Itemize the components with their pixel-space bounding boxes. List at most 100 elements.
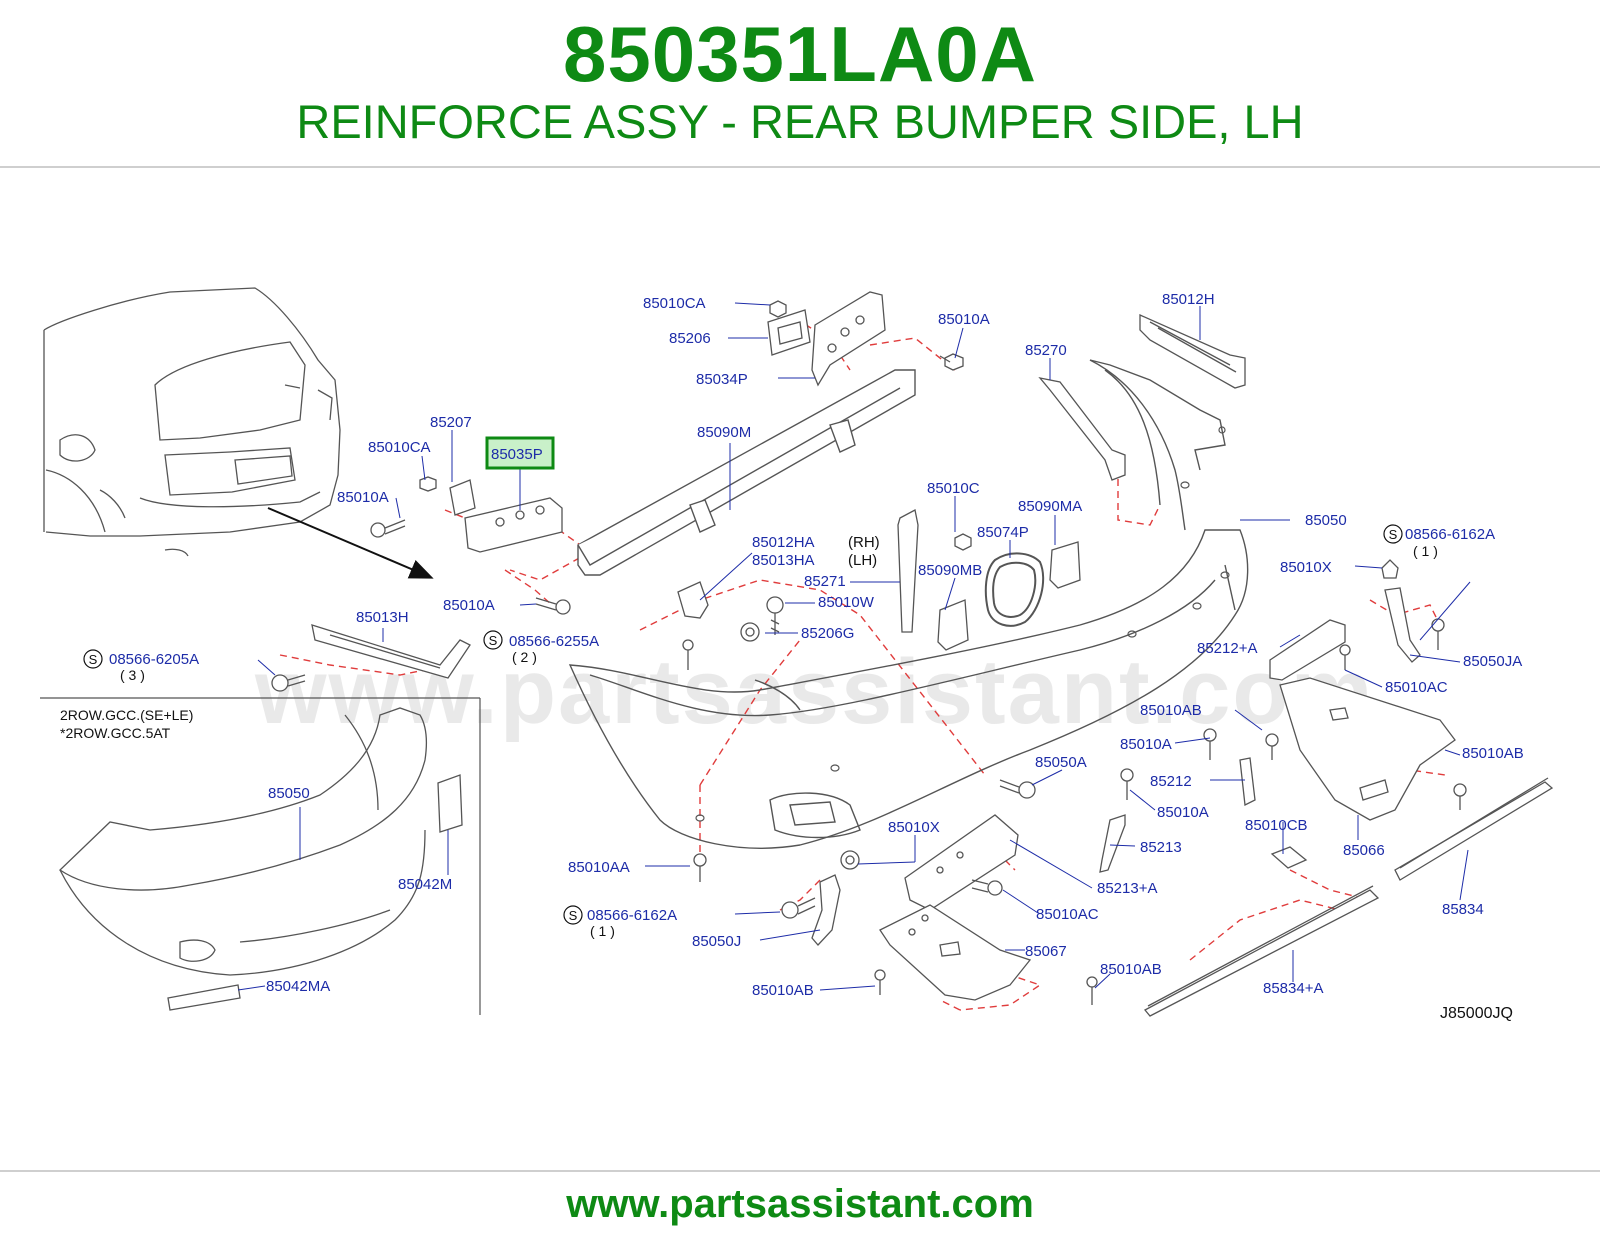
undercover-85067	[879, 904, 1032, 1001]
callout-label[interactable]: 85271	[804, 573, 846, 590]
target-part-label[interactable]: 85035P	[491, 446, 543, 463]
callout-label[interactable]: 85010A	[443, 597, 495, 614]
callout-label[interactable]: 85010AB	[1140, 702, 1202, 719]
callout-label[interactable]: 85067	[1025, 943, 1067, 960]
callout-label[interactable]: 85213	[1140, 839, 1182, 856]
diagram-svg: 85010CA 85206 85034P 85010A 85270 85012H…	[40, 287, 1554, 1022]
s-symbols: S S S S	[83, 524, 1403, 925]
s-symbol: S	[89, 652, 98, 667]
callout-label[interactable]: 85013HA	[752, 552, 815, 569]
side-note-rh: (RH)	[848, 534, 880, 551]
s-symbol: S	[569, 908, 578, 923]
callout-label[interactable]: 85010A	[337, 489, 389, 506]
inset-alt-bumper	[58, 707, 463, 1011]
callout-label[interactable]: 85042M	[398, 876, 452, 893]
callout-label[interactable]: 85013H	[356, 609, 409, 626]
fasteners	[271, 300, 1467, 1005]
callout-label[interactable]: 85213+A	[1097, 880, 1157, 897]
callout-labels: 85010CA 85206 85034P 85010A 85270 85012H…	[109, 291, 1524, 999]
callout-label[interactable]: 08566-6205A	[109, 651, 199, 668]
bracket-85050JA	[1384, 587, 1421, 663]
highlight-box	[485, 436, 555, 470]
clips-85012HA	[677, 581, 709, 619]
bracket-85013H	[311, 624, 471, 679]
bracket-85213	[1099, 814, 1126, 873]
callout-label[interactable]: 85010AC	[1385, 679, 1448, 696]
callout-label[interactable]: 85010CB	[1245, 817, 1308, 834]
s-symbol: S	[1389, 527, 1398, 542]
callout-label[interactable]: 85010A	[938, 311, 990, 328]
inset-note: 2ROW.GCC.(SE+LE)	[60, 707, 193, 723]
callout-label[interactable]: 85206	[669, 330, 711, 347]
callout-label[interactable]: 85090MB	[918, 562, 982, 579]
callout-label[interactable]: 85050J	[692, 933, 741, 950]
callout-label[interactable]: 85010A	[1157, 804, 1209, 821]
watermark: www.partsassistant.com	[255, 641, 1375, 743]
callout-label[interactable]: 85066	[1343, 842, 1385, 859]
quantities: ( 3 ) ( 2 ) ( 1 ) ( 1 )	[120, 543, 1438, 939]
bracket-85012H	[1139, 313, 1246, 389]
quantity-1: ( 1 )	[1413, 543, 1438, 559]
direction-arrow	[267, 507, 434, 579]
callout-label[interactable]: 85212+A	[1197, 640, 1257, 657]
quantity-2: ( 2 )	[512, 649, 537, 665]
callout-label[interactable]: 85050A	[1035, 754, 1087, 771]
bracket-85034P	[811, 291, 886, 387]
part-number-title: 850351LA0A	[563, 10, 1037, 98]
callout-label[interactable]: 85050	[268, 785, 310, 802]
callout-label[interactable]: 85834	[1442, 901, 1484, 918]
callout-label[interactable]: 85050	[1305, 512, 1347, 529]
callout-label[interactable]: 85010CA	[643, 295, 706, 312]
s-symbol: S	[489, 633, 498, 648]
callout-label[interactable]: 85090MA	[1018, 498, 1082, 515]
callout-label[interactable]: 85270	[1025, 342, 1067, 359]
callout-label[interactable]: 85010C	[927, 480, 980, 497]
bracket-85207	[449, 479, 476, 516]
callout-label[interactable]: 08566-6162A	[587, 907, 677, 924]
diagram-code: J85000JQ	[1440, 1005, 1513, 1022]
callout-label[interactable]: 85010AB	[752, 982, 814, 999]
callout-label[interactable]: 85074P	[977, 524, 1029, 541]
bracket-85206	[767, 309, 811, 356]
callout-label[interactable]: 85010A	[1120, 736, 1172, 753]
callout-label[interactable]: 85010X	[888, 819, 940, 836]
stay-85270	[1038, 377, 1126, 481]
header-divider	[0, 166, 1600, 168]
callout-label[interactable]: 08566-6162A	[1405, 526, 1495, 543]
callout-label[interactable]: 85090M	[697, 424, 751, 441]
quantity-3: ( 3 )	[120, 667, 145, 683]
page-header: 850351LA0A REINFORCE ASSY - REAR BUMPER …	[0, 0, 1600, 170]
callout-label[interactable]: 85042MA	[266, 978, 330, 995]
callout-label[interactable]: 85010AB	[1462, 745, 1524, 762]
callout-label[interactable]: 85206G	[801, 625, 854, 642]
undercover-85213A	[904, 814, 1019, 911]
vehicle-rear-sketch	[43, 287, 341, 557]
bracket-85050J	[811, 874, 841, 946]
footer-website-link[interactable]: www.partsassistant.com	[566, 1182, 1034, 1226]
part-name-subtitle: REINFORCE ASSY - REAR BUMPER SIDE, LH	[296, 95, 1304, 148]
bracket-85212	[1239, 757, 1256, 806]
rear-bumper-fascia	[568, 359, 1249, 849]
callout-label[interactable]: 85012HA	[752, 534, 815, 551]
reinforcement-beam	[577, 369, 916, 576]
callout-label[interactable]: 85010X	[1280, 559, 1332, 576]
callout-label[interactable]: 85212	[1150, 773, 1192, 790]
quantity-1: ( 1 )	[590, 923, 615, 939]
callout-label[interactable]: 85010AA	[568, 859, 630, 876]
callout-label[interactable]: 85012H	[1162, 291, 1215, 308]
footer-divider	[0, 1170, 1600, 1172]
callout-label[interactable]: 85010CA	[368, 439, 431, 456]
bracket-85212A	[1269, 619, 1346, 681]
callout-label[interactable]: 85010W	[818, 594, 875, 611]
retainer-85074P	[984, 552, 1045, 627]
callout-label[interactable]: 08566-6255A	[509, 633, 599, 650]
callout-label[interactable]: 85010AC	[1036, 906, 1099, 923]
callout-label[interactable]: 85050JA	[1463, 653, 1522, 670]
callout-label[interactable]: 85010AB	[1100, 961, 1162, 978]
bumper-sensor-holes	[695, 426, 1230, 822]
callout-label[interactable]: 85834+A	[1263, 980, 1323, 997]
callout-label[interactable]: 85034P	[696, 371, 748, 388]
side-note-lh: (LH)	[848, 552, 877, 569]
callout-label[interactable]: 85207	[430, 414, 472, 431]
stay-85271	[897, 509, 919, 633]
